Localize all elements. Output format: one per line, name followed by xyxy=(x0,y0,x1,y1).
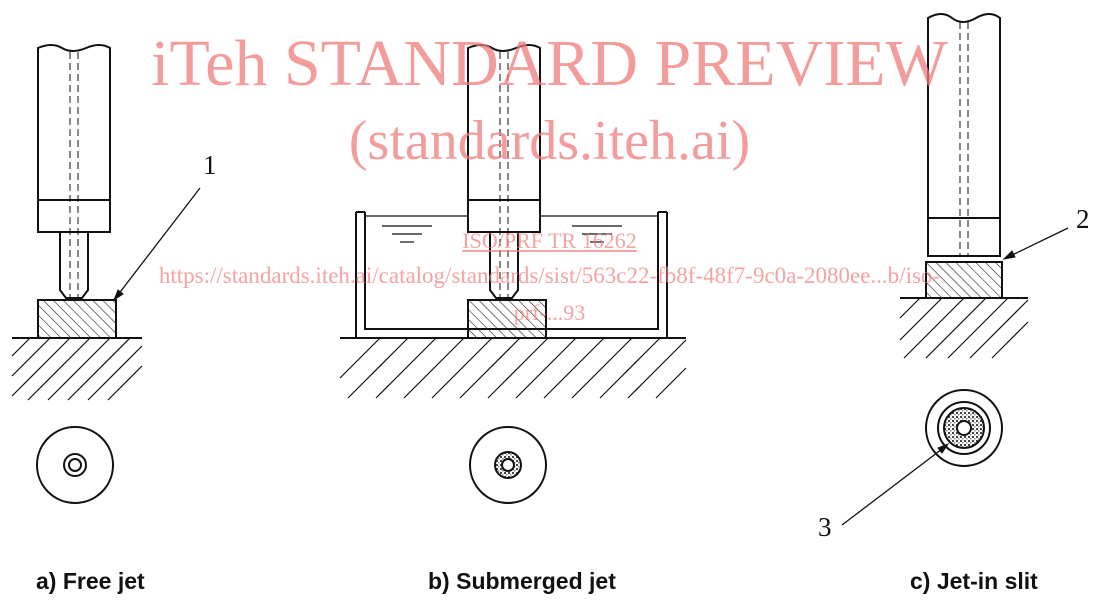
caption-free-jet: a) Free jet xyxy=(36,568,145,594)
callout-2: 2 xyxy=(1076,204,1090,234)
leader-1 xyxy=(113,187,201,301)
leader-3 xyxy=(841,445,947,526)
caption-submerged-jet: b) Submerged jet xyxy=(428,568,616,594)
bottom-view-b xyxy=(469,426,547,504)
panel-b-submerged-jet xyxy=(339,44,687,504)
callout-1: 1 xyxy=(203,150,217,180)
bottom-view-c xyxy=(925,389,1003,467)
nozzle-c xyxy=(927,13,1001,257)
specimen-b xyxy=(467,299,547,339)
specimen-c xyxy=(925,261,1003,299)
caption-jet-in-slit: c) Jet-in slit xyxy=(910,568,1038,594)
leader-2 xyxy=(1005,227,1069,259)
panel-a-free-jet xyxy=(11,44,201,504)
nozzle-a xyxy=(37,44,111,233)
nozzle-b xyxy=(467,44,541,233)
bottom-view-a xyxy=(36,426,114,504)
callout-3: 3 xyxy=(818,512,832,542)
specimen-a xyxy=(37,299,117,339)
panel-c-jet-in-slit xyxy=(841,13,1069,526)
